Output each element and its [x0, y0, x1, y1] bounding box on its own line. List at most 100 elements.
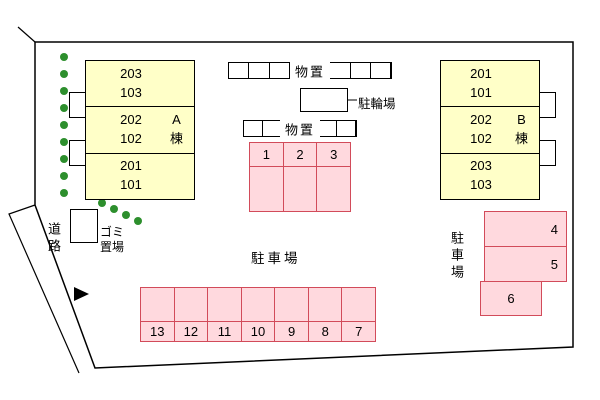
stall-number: 3: [317, 143, 351, 167]
stall-area: [242, 288, 275, 321]
building-b-entrance-porch: [539, 140, 556, 166]
unit-number: 102: [470, 130, 492, 146]
parking-stall: 7: [342, 288, 376, 341]
stall-number: 12: [174, 321, 208, 341]
parking-stall: 4: [485, 212, 566, 247]
parking-stalls-middle: 1 2 3: [249, 142, 351, 212]
unit-number: 203: [470, 158, 492, 174]
building-a-entrance-porch: [69, 140, 86, 166]
unit-number: 202: [470, 112, 492, 128]
storage-shed-cell: [263, 121, 282, 136]
tree-dot: [60, 53, 68, 61]
building-a-floor-row: 202 102 A 棟: [86, 107, 194, 154]
tree-dot: [122, 211, 130, 219]
parking-stall: 8: [308, 288, 343, 341]
stall-area: [342, 288, 375, 321]
building-b-floor-row: 202 102 B 棟: [441, 107, 539, 154]
entrance-arrow-icon: [74, 287, 89, 301]
stall-number: 5: [550, 256, 558, 272]
stall-number: 7: [342, 321, 376, 341]
tree-dot: [60, 121, 68, 129]
tree-dot: [60, 104, 68, 112]
bicycle-parking-label: 駐輪場: [358, 97, 396, 111]
parking-stall: 2: [283, 143, 318, 211]
unit-number: 201: [120, 158, 142, 174]
unit-number: 103: [120, 84, 142, 100]
storage-shed-cell: [319, 121, 338, 136]
unit-numbers: 202 102: [120, 111, 142, 149]
storage-shed-cell: [244, 121, 263, 136]
parking-stall: 13: [141, 288, 175, 341]
parking-stall: 3: [317, 143, 351, 211]
tree-dot: [60, 138, 68, 146]
parking-stall: 10: [241, 288, 276, 341]
road-label: 道路: [46, 222, 61, 256]
tree-dot: [110, 205, 118, 213]
parking-lot-right-label: 駐車場: [449, 231, 464, 282]
garbage-area-label: ゴミ 置場: [100, 225, 124, 255]
storage-shed-cell: [229, 63, 250, 78]
stall-number: 10: [241, 321, 275, 341]
wing-letter: A: [172, 112, 181, 128]
building-a: 203 103 202 102 A 棟 201 101: [85, 60, 195, 200]
tree-dot: [60, 87, 68, 95]
stall-area: [317, 167, 350, 211]
building-a-entrance-porch: [69, 92, 86, 118]
parking-stall: 6: [480, 281, 542, 316]
stall-area: [175, 288, 208, 321]
building-b-floor-row: 201 101: [441, 61, 539, 108]
parking-stall: 9: [275, 288, 309, 341]
storage-top-label: 物置: [289, 61, 331, 80]
tree-dot: [60, 155, 68, 163]
building-b-floor-row: 203 103: [441, 154, 539, 199]
building-a-floor-row: 201 101: [86, 154, 194, 199]
stall-number: 11: [208, 321, 241, 341]
bicycle-parking-box: [300, 88, 348, 112]
storage-shed-cell: [270, 63, 290, 78]
unit-numbers: 202 102: [470, 111, 492, 149]
garbage-label-line: 置場: [100, 240, 125, 254]
storage-shed-middle: 物置: [243, 119, 357, 138]
storage-shed-cell: [351, 63, 371, 78]
building-a-floor-row: 203 103: [86, 61, 194, 108]
building-b-wing-label: B 棟: [515, 111, 528, 149]
unit-numbers: 201 101: [470, 65, 492, 103]
building-b-entrance-porch: [539, 92, 556, 118]
unit-number: 101: [470, 84, 492, 100]
parking-lot-label: 駐車場: [251, 251, 301, 266]
parking-stall: 5: [485, 247, 566, 281]
tree-dot: [60, 189, 68, 197]
storage-shed-cell: [249, 63, 270, 78]
stall-area: [309, 288, 342, 321]
stall-area: [208, 288, 241, 321]
unit-number: 103: [470, 177, 492, 193]
storage-shed-cell: [330, 63, 351, 78]
unit-number: 101: [120, 177, 142, 193]
unit-number: 201: [470, 65, 492, 81]
unit-numbers: 203 103: [470, 157, 492, 195]
unit-numbers: 203 103: [120, 65, 142, 103]
stall-number: 4: [550, 221, 558, 237]
parking-stalls-bottom: 13 12 11 10 9 8 7: [140, 287, 376, 342]
stall-number: 2: [283, 143, 317, 167]
stall-area: [275, 288, 308, 321]
unit-number: 102: [120, 130, 142, 146]
stall-area: [141, 288, 174, 321]
storage-shed-cell: [371, 63, 391, 78]
building-b: 201 101 202 102 B 棟 203 103: [440, 60, 540, 200]
parking-stalls-right: 4 5: [484, 211, 567, 282]
tree-dots: [60, 53, 142, 225]
tree-dot: [134, 217, 142, 225]
unit-number: 203: [120, 65, 142, 81]
road-outer-edge: [8, 204, 80, 374]
parking-stall: 12: [174, 288, 209, 341]
road-corner-tick: [17, 26, 36, 43]
garbage-area-box: [70, 209, 98, 243]
stall-number: 9: [275, 321, 308, 341]
building-a-wing-label: A 棟: [170, 111, 183, 149]
stall-number: 1: [250, 143, 283, 167]
tree-dot: [60, 172, 68, 180]
garbage-label-line: ゴミ: [100, 225, 125, 239]
stall-area: [284, 167, 317, 211]
